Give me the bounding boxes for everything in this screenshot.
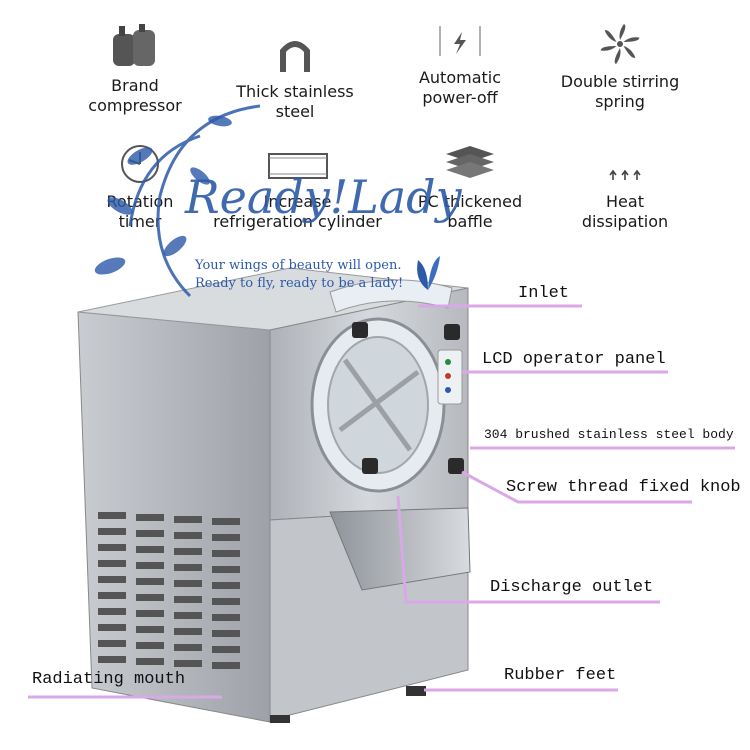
compressor-icon [113, 24, 155, 66]
watermark-tagline-2: Ready to fly, ready to be a lady! [195, 276, 404, 291]
layers-icon [446, 146, 494, 178]
feature-label-2: dissipation [581, 212, 669, 231]
feature-label-2: refrigeration cylinder [213, 212, 382, 231]
vent-grille [98, 512, 240, 669]
feature-label-2: baffle [447, 212, 493, 231]
feature-label-1: Thick stainless [236, 82, 354, 101]
feature-label-1: Automatic [418, 68, 502, 87]
feature-auto-power-off: Automatic power-off [390, 22, 530, 108]
feature-pc-baffle: PC thickened baffle [400, 142, 540, 232]
callout-body: 304 brushed stainless steel body [484, 427, 734, 442]
butterfly-icon [417, 256, 440, 290]
feature-label-1: PC thickened [417, 192, 523, 211]
feature-heat-dissipation: Heat dissipation [560, 142, 690, 232]
feature-label-1: Heat [606, 192, 644, 211]
cylinder-icon [267, 153, 328, 179]
callout-lcd-panel: LCD operator panel [482, 350, 666, 369]
callout-feet: Rubber feet [504, 666, 617, 685]
arrows-up-icon [609, 169, 641, 180]
feature-label-2: spring [595, 92, 645, 111]
feature-brand-compressor: Brand compressor [70, 22, 200, 116]
feature-label-2: compressor [88, 96, 182, 115]
steel-icon [280, 41, 310, 72]
feature-double-stirring: Double stirring spring [540, 22, 700, 112]
feature-label-2: power-off [422, 88, 498, 107]
callout-inlet: Inlet [518, 284, 570, 303]
feature-label-1: Brand [111, 76, 159, 95]
feature-refrigeration-cylinder: Increase refrigeration cylinder [195, 142, 400, 232]
callout-lines [28, 304, 735, 699]
feature-label-2: steel [275, 102, 315, 121]
fan-icon [600, 24, 640, 64]
callout-knob: Screw thread fixed knob [506, 478, 741, 497]
feature-thick-steel: Thick stainless steel [215, 32, 375, 122]
watermark-brand: Ready!Lady [185, 170, 462, 224]
fixing-knobs [352, 322, 464, 474]
feature-label-1: Double stirring [560, 72, 680, 91]
floral-ornament-icon [94, 104, 261, 298]
watermark-tagline-1: Your wings of beauty will open. [195, 258, 402, 273]
feature-label-1: Increase [263, 192, 332, 211]
power-icon [439, 26, 481, 56]
callout-radiating: Radiating mouth [32, 670, 186, 689]
feature-label-2: timer [118, 212, 162, 231]
callout-discharge: Discharge outlet [490, 578, 654, 597]
